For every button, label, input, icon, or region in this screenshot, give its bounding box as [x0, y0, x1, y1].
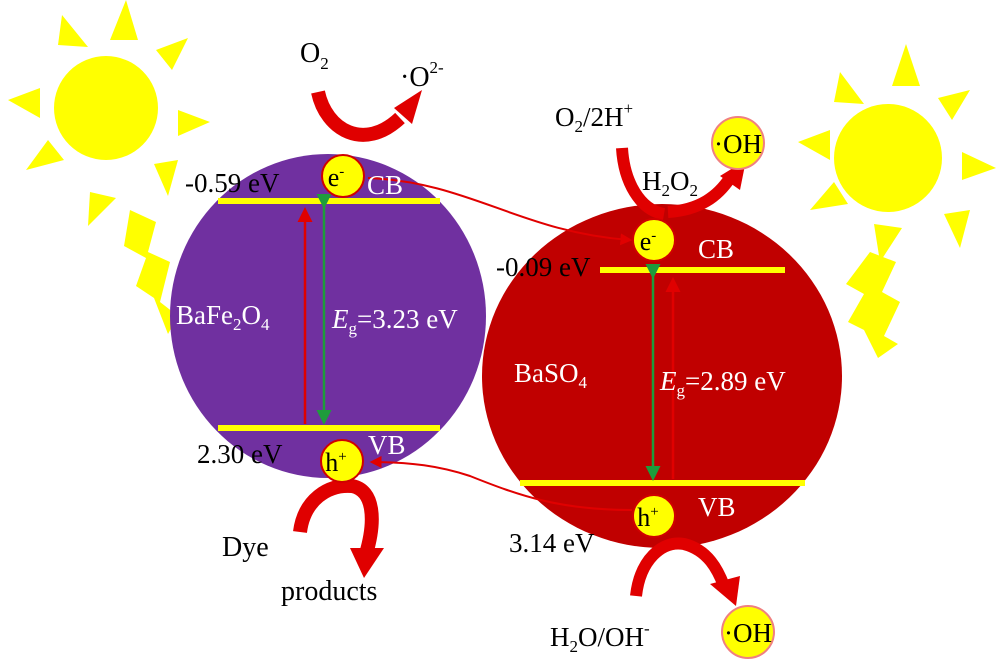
svg-text:h+: h+ [637, 503, 658, 532]
oh-formation-arrow [630, 537, 740, 606]
bafe2o4-vb-energy: 2.30 eV [197, 439, 283, 469]
dye-degradation-arrow [293, 478, 384, 578]
bafe2o4-electron: e- [321, 154, 365, 198]
sun-icon-right [798, 44, 996, 262]
h2o-oh-reactant-label: H2O/OH- [550, 619, 650, 656]
svg-text:e-: e- [328, 163, 345, 192]
svg-text:h+: h+ [325, 448, 346, 477]
bafe2o4-vb-label: VB [368, 430, 406, 460]
h2o2-label: H2O2 [642, 166, 698, 200]
bafe2o4-vb-line [218, 425, 440, 431]
baso4-bandgap-label: Eg=2.89 eV [659, 366, 786, 400]
baso4-cb-label: CB [698, 234, 734, 264]
superoxide-label: ·O2- [400, 58, 444, 93]
oh-radical-bottom: ·OH [721, 605, 775, 659]
bafe2o4-hole: h+ [320, 439, 364, 483]
bafe2o4-cb-line [218, 198, 440, 204]
products-label: products [281, 576, 377, 607]
electron-transfer-arrow [367, 177, 633, 246]
oh-radical-top: ·OH [711, 116, 765, 170]
hole-transfer-arrow [369, 456, 633, 511]
lightning-icon-right [846, 252, 900, 358]
bafe2o4-name: BaFe2O4 [176, 300, 270, 334]
dye-label: Dye [222, 532, 269, 563]
sun-icon-left [8, 0, 210, 226]
o2-reactant-label: O2 [300, 38, 329, 73]
baso4-vb-energy: 3.14 eV [509, 528, 595, 558]
baso4-vb-label: VB [698, 492, 736, 522]
lightning-icon-left [124, 210, 178, 334]
baso4-hole: h+ [632, 494, 676, 538]
svg-text:·OH: ·OH [724, 618, 772, 648]
baso4-particle [482, 204, 842, 548]
bafe2o4-cb-energy: -0.59 eV [185, 168, 280, 198]
baso4-cb-line [600, 267, 785, 273]
baso4-electron: e- [632, 218, 676, 262]
svg-text:e-: e- [640, 227, 657, 256]
o2-reduction-arrow [311, 90, 422, 142]
baso4-cb-energy: -0.09 eV [496, 252, 591, 282]
baso4-name: BaSO4 [514, 358, 588, 392]
o2-2h-reactant-label: O2/2H+ [555, 99, 633, 136]
svg-text:·OH: ·OH [714, 129, 762, 159]
bafe2o4-cb-label: CB [367, 170, 403, 200]
baso4-vb-line [520, 480, 805, 486]
bafe2o4-bandgap-label: Eg=3.23 eV [331, 304, 458, 338]
